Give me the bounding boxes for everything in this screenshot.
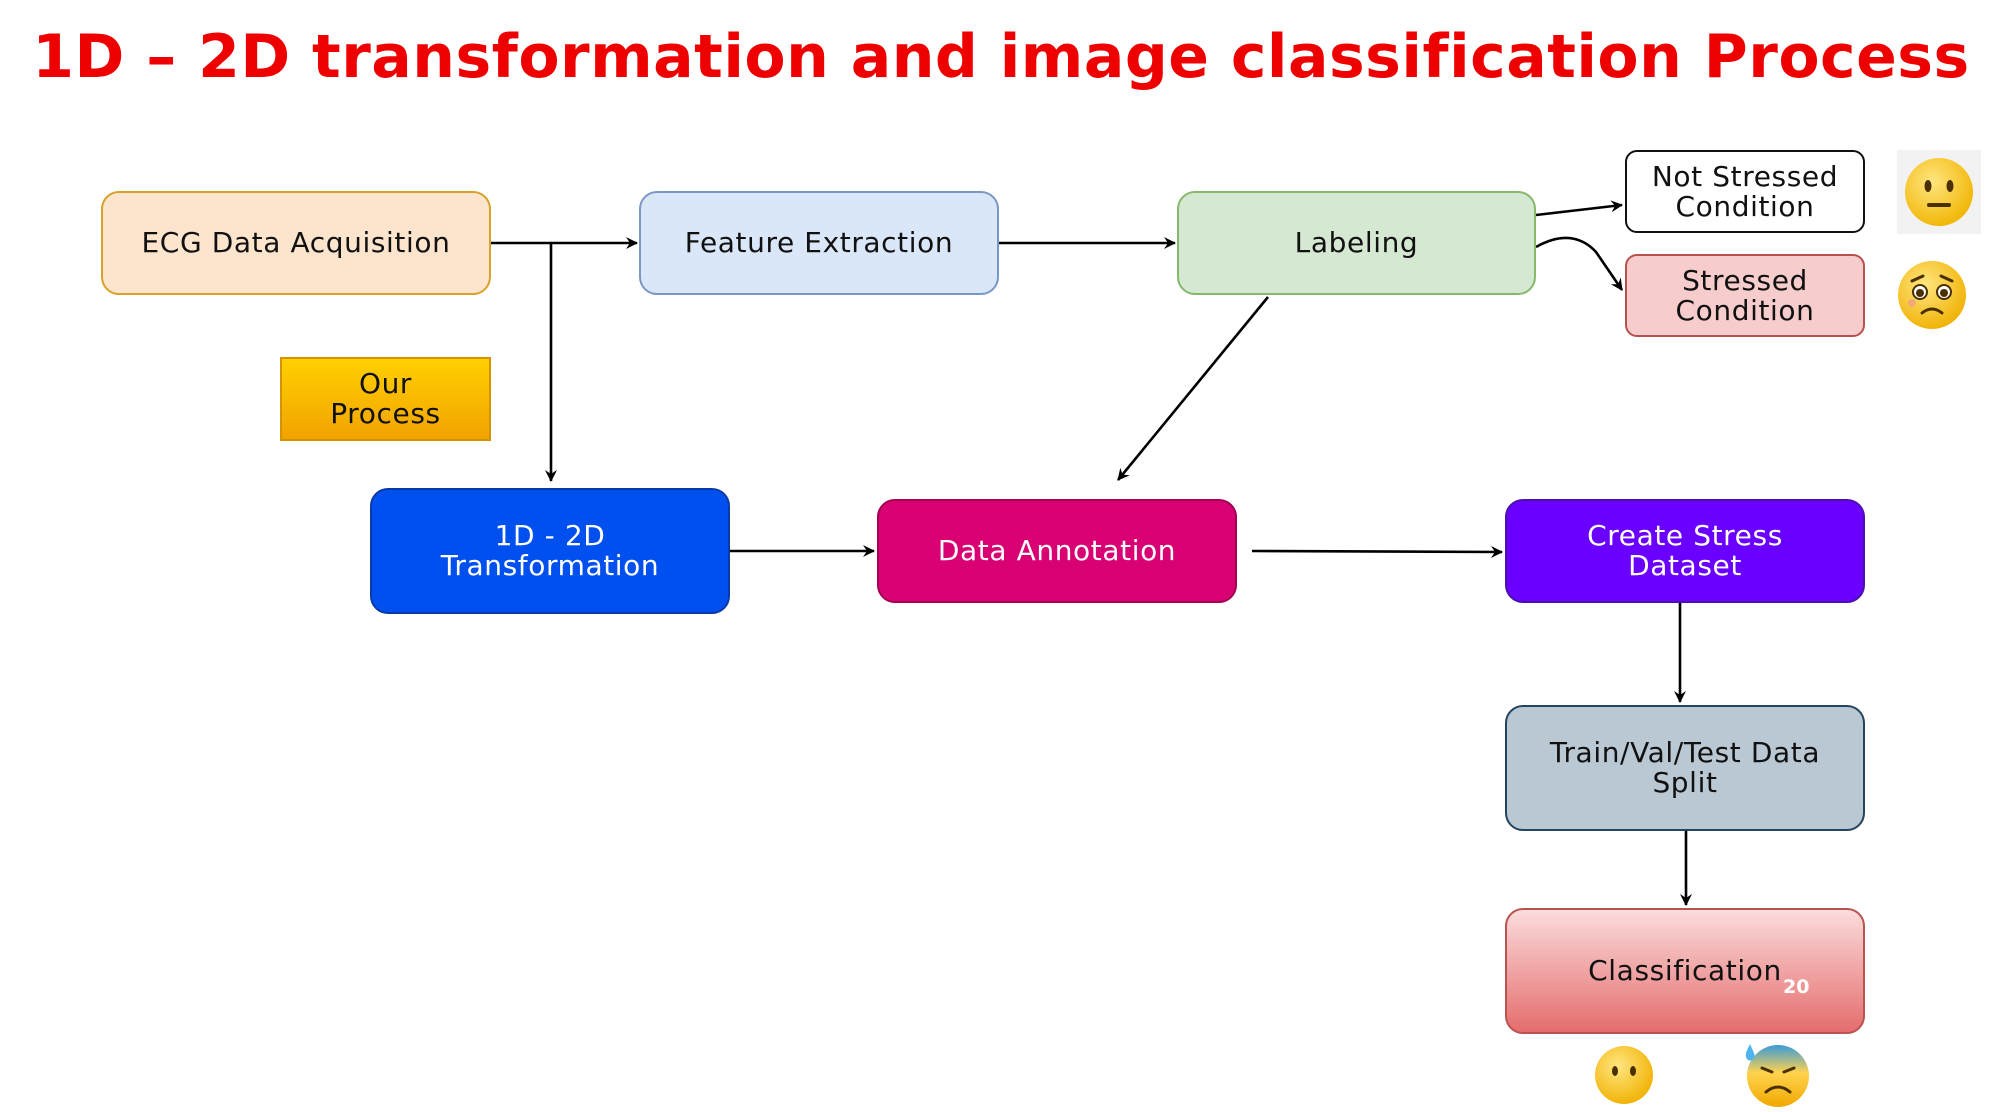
create-stress-dataset-node: Create Stress Dataset <box>1505 499 1865 603</box>
classification-label: Classification <box>1588 954 1782 987</box>
not-stressed-condition-label: Not Stressed Condition <box>1651 159 1839 223</box>
not-stressed-condition-node: Not Stressed Condition <box>1625 150 1865 233</box>
diagram-title: 1D – 2D transformation and image classif… <box>32 22 1970 92</box>
labeling-label: Labeling <box>1294 226 1419 259</box>
our-process-label: Our Process <box>330 367 441 430</box>
feature-extraction-node: Feature Extraction <box>639 191 999 295</box>
neutral-face-icon <box>1595 1046 1653 1104</box>
feature-extraction-label: Feature Extraction <box>684 226 954 259</box>
arrow-labeling-to-not-stressed <box>1535 200 1623 217</box>
anxious-sweat-face-icon <box>1745 1044 1809 1107</box>
labeling-node: Labeling <box>1177 191 1536 295</box>
stressed-condition-node: Stressed Condition <box>1625 254 1865 337</box>
arrow-labeling-to-annotation <box>1116 296 1270 481</box>
transformation-label: 1D - 2D Transformation <box>440 519 660 582</box>
worried-face-icon <box>1898 261 1966 329</box>
arrow-labeling-to-stressed <box>1535 236 1624 291</box>
train-val-test-split-label: Train/Val/Test Data Split <box>1549 736 1821 799</box>
page-number: 20 <box>1783 976 1810 998</box>
arrow-annotation-to-create <box>1251 545 1503 558</box>
ecg-data-acquisition-node: ECG Data Acquisition <box>101 191 491 295</box>
data-annotation-node: Data Annotation <box>877 499 1237 603</box>
classification-node: Classification <box>1505 908 1865 1034</box>
train-val-test-split-node: Train/Val/Test Data Split <box>1505 705 1865 831</box>
neutral-face-icon <box>1897 150 1981 234</box>
our-process-badge: Our Process <box>280 357 491 441</box>
transformation-node: 1D - 2D Transformation <box>370 488 730 614</box>
stressed-condition-label: Stressed Condition <box>1675 263 1815 327</box>
create-stress-dataset-label: Create Stress Dataset <box>1587 519 1783 582</box>
ecg-data-acquisition-label: ECG Data Acquisition <box>141 226 451 259</box>
data-annotation-label: Data Annotation <box>937 534 1177 567</box>
